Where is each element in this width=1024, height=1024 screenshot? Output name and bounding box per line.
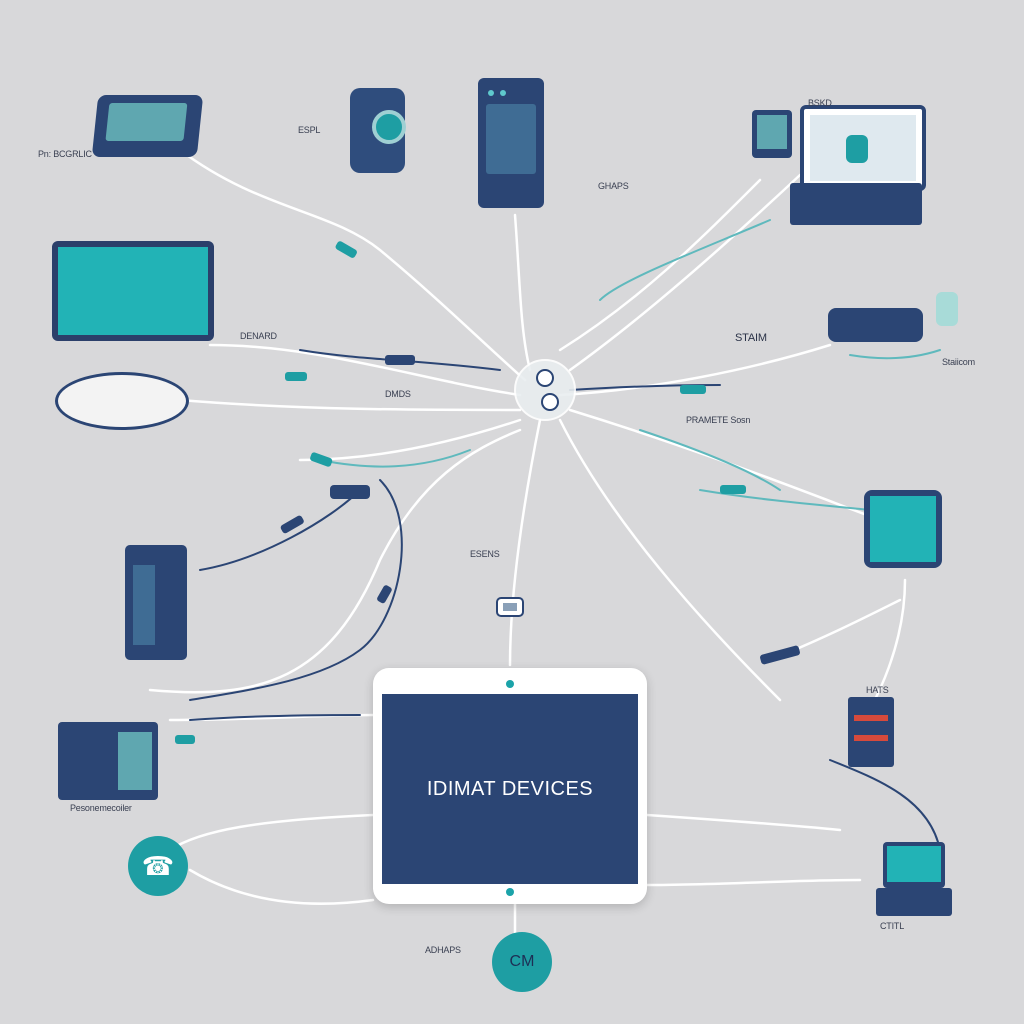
label-left-bottom: Pesonemecoiler bbox=[70, 803, 132, 813]
label-router-right: STAIM bbox=[735, 332, 767, 344]
laptop-base-bottom-right bbox=[876, 888, 952, 916]
panel-device-left bbox=[58, 722, 158, 800]
label-hub-left: DMDS bbox=[385, 389, 411, 399]
phone-top-right bbox=[752, 110, 792, 158]
monitor-left bbox=[52, 241, 214, 341]
tablet-right bbox=[864, 490, 942, 568]
label-server-top: ESPL bbox=[298, 125, 321, 135]
panel-device-right bbox=[848, 697, 894, 767]
server-box-left bbox=[125, 545, 187, 660]
cm-badge: CM bbox=[492, 932, 552, 992]
cable-plug bbox=[496, 597, 524, 617]
laptop-bottom-right bbox=[883, 842, 945, 888]
label-router-right-sub: Staiicom bbox=[942, 357, 975, 367]
label-laptop-top-right: BSKD bbox=[808, 98, 832, 108]
router-right bbox=[828, 308, 923, 342]
security-camera bbox=[350, 88, 406, 173]
label-right-panel: HATS bbox=[866, 685, 889, 695]
laptop-keyboard bbox=[790, 183, 922, 225]
label-center: ESENS bbox=[470, 549, 500, 559]
label-monitor-left-top: Pn: BCGRLIC bbox=[38, 149, 92, 159]
label-tower-top: GHAPS bbox=[598, 181, 629, 191]
phone-badge: ☎ bbox=[128, 836, 188, 896]
label-laptop-bottom-right: CTITL bbox=[880, 921, 905, 931]
diagram-title: IDIMAT DEVICES bbox=[426, 777, 594, 800]
phone-icon: ☎ bbox=[141, 850, 175, 881]
server-tower bbox=[478, 78, 544, 208]
router-oval-left bbox=[55, 372, 189, 430]
label-bottom: ADHAPS bbox=[425, 945, 461, 955]
label-right-mid: PRAMETE Sosn bbox=[686, 415, 751, 425]
label-monitor-left: DENARD bbox=[240, 331, 277, 341]
tablet-camera bbox=[506, 680, 514, 688]
tablet-device-top-left bbox=[91, 95, 204, 157]
central-hub bbox=[514, 359, 576, 421]
sensor-right bbox=[936, 292, 958, 326]
cm-badge-label: CM bbox=[509, 953, 535, 970]
laptop-top-right bbox=[800, 105, 926, 191]
tablet-home-button bbox=[506, 888, 514, 896]
central-tablet: IDIMAT DEVICES bbox=[373, 668, 647, 904]
tablet-screen: IDIMAT DEVICES bbox=[382, 694, 638, 884]
